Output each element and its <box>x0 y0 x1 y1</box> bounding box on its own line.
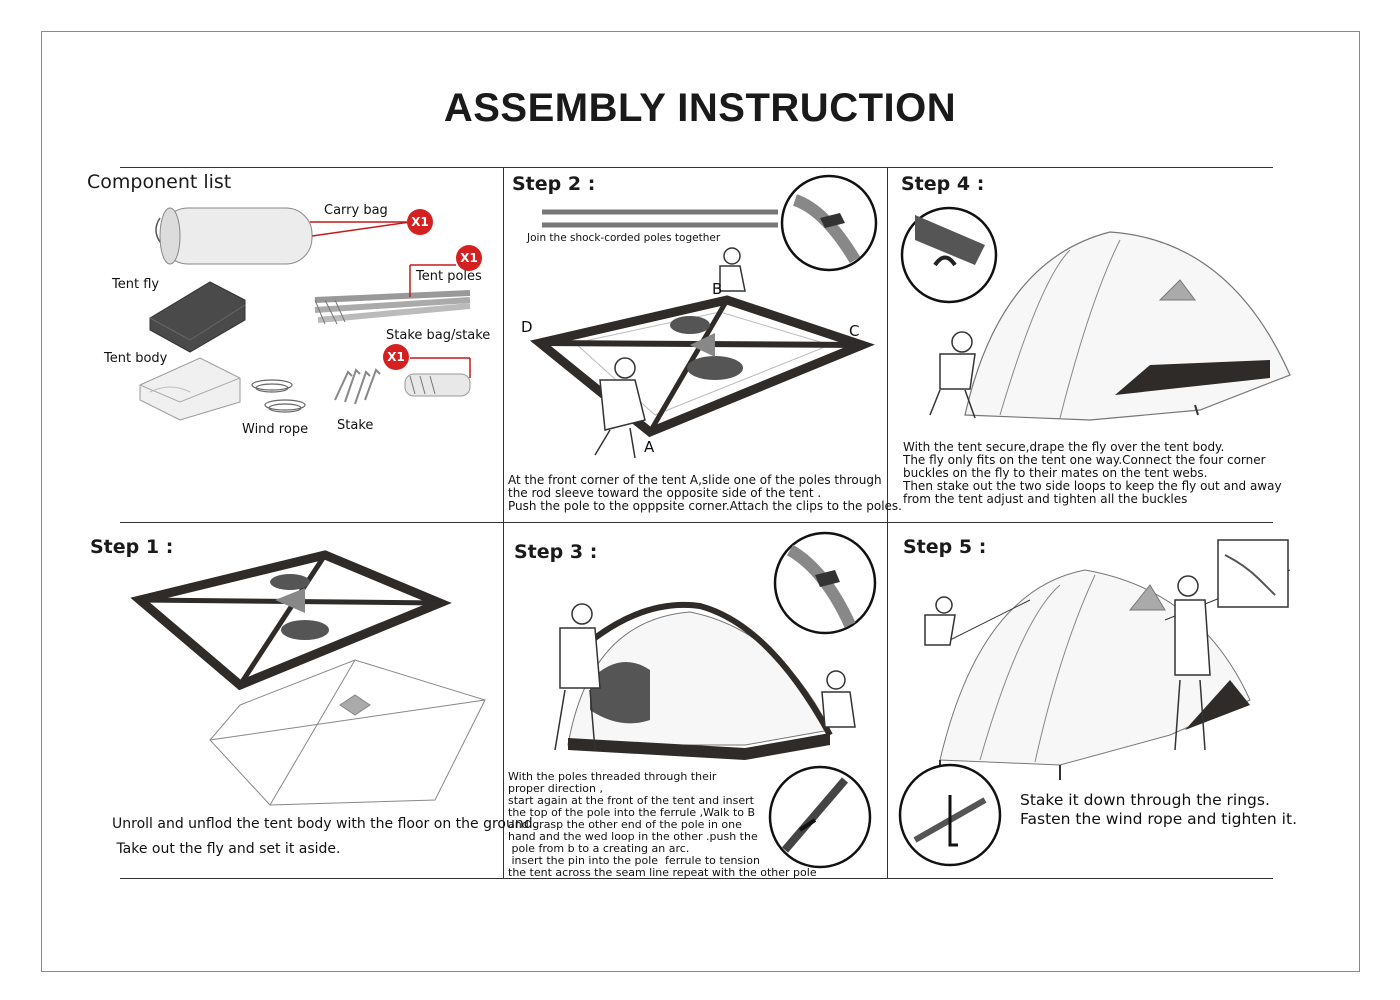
carry-bag-label: Carry bag <box>324 203 388 218</box>
middle-divider <box>120 522 1273 523</box>
column-divider-2 <box>887 167 888 878</box>
step-2-label-b: B <box>712 280 723 298</box>
step-4-heading: Step 4 : <box>901 173 985 195</box>
step-1-instructions: Unroll and unflod the tent body with the… <box>112 816 538 857</box>
tent-poles-label: Tent poles <box>416 269 482 284</box>
step-4-instructions: With the tent secure,drape the fly over … <box>903 440 1282 506</box>
step-3-heading: Step 3 : <box>514 541 598 563</box>
step-2-caption: Join the shock-corded poles together <box>527 232 721 244</box>
stake-bag-quantity-badge: X1 <box>383 344 409 370</box>
step-2-label-c: C <box>849 322 860 340</box>
wind-rope-label: Wind rope <box>242 422 309 437</box>
step-2-heading: Step 2 : <box>512 173 596 195</box>
tent-body-label: Tent body <box>104 351 168 366</box>
step-5-instructions: Stake it down through the rings. Fasten … <box>1020 791 1297 828</box>
component-list-heading: Component list <box>87 171 232 193</box>
tent-fly-label: Tent fly <box>112 277 160 292</box>
column-divider-1 <box>503 167 504 878</box>
stake-bag-label: Stake bag/stake <box>386 328 491 343</box>
step-5-heading: Step 5 : <box>903 536 987 558</box>
step-2-label-a: A <box>644 438 655 456</box>
stake-label: Stake <box>337 418 374 433</box>
step-3-instructions: With the poles threaded through their pr… <box>508 770 817 879</box>
page-frame <box>41 31 1360 972</box>
tent-poles-quantity-badge: X1 <box>456 245 482 271</box>
step-2-instructions: At the front corner of the tent A,slide … <box>508 473 902 513</box>
top-divider <box>120 167 1273 168</box>
step-1-heading: Step 1 : <box>90 536 174 558</box>
carry-bag-quantity-badge: X1 <box>407 209 433 235</box>
bottom-divider <box>120 878 1273 879</box>
page-title: ASSEMBLY INSTRUCTION <box>443 86 957 130</box>
step-2-label-d: D <box>521 318 533 336</box>
